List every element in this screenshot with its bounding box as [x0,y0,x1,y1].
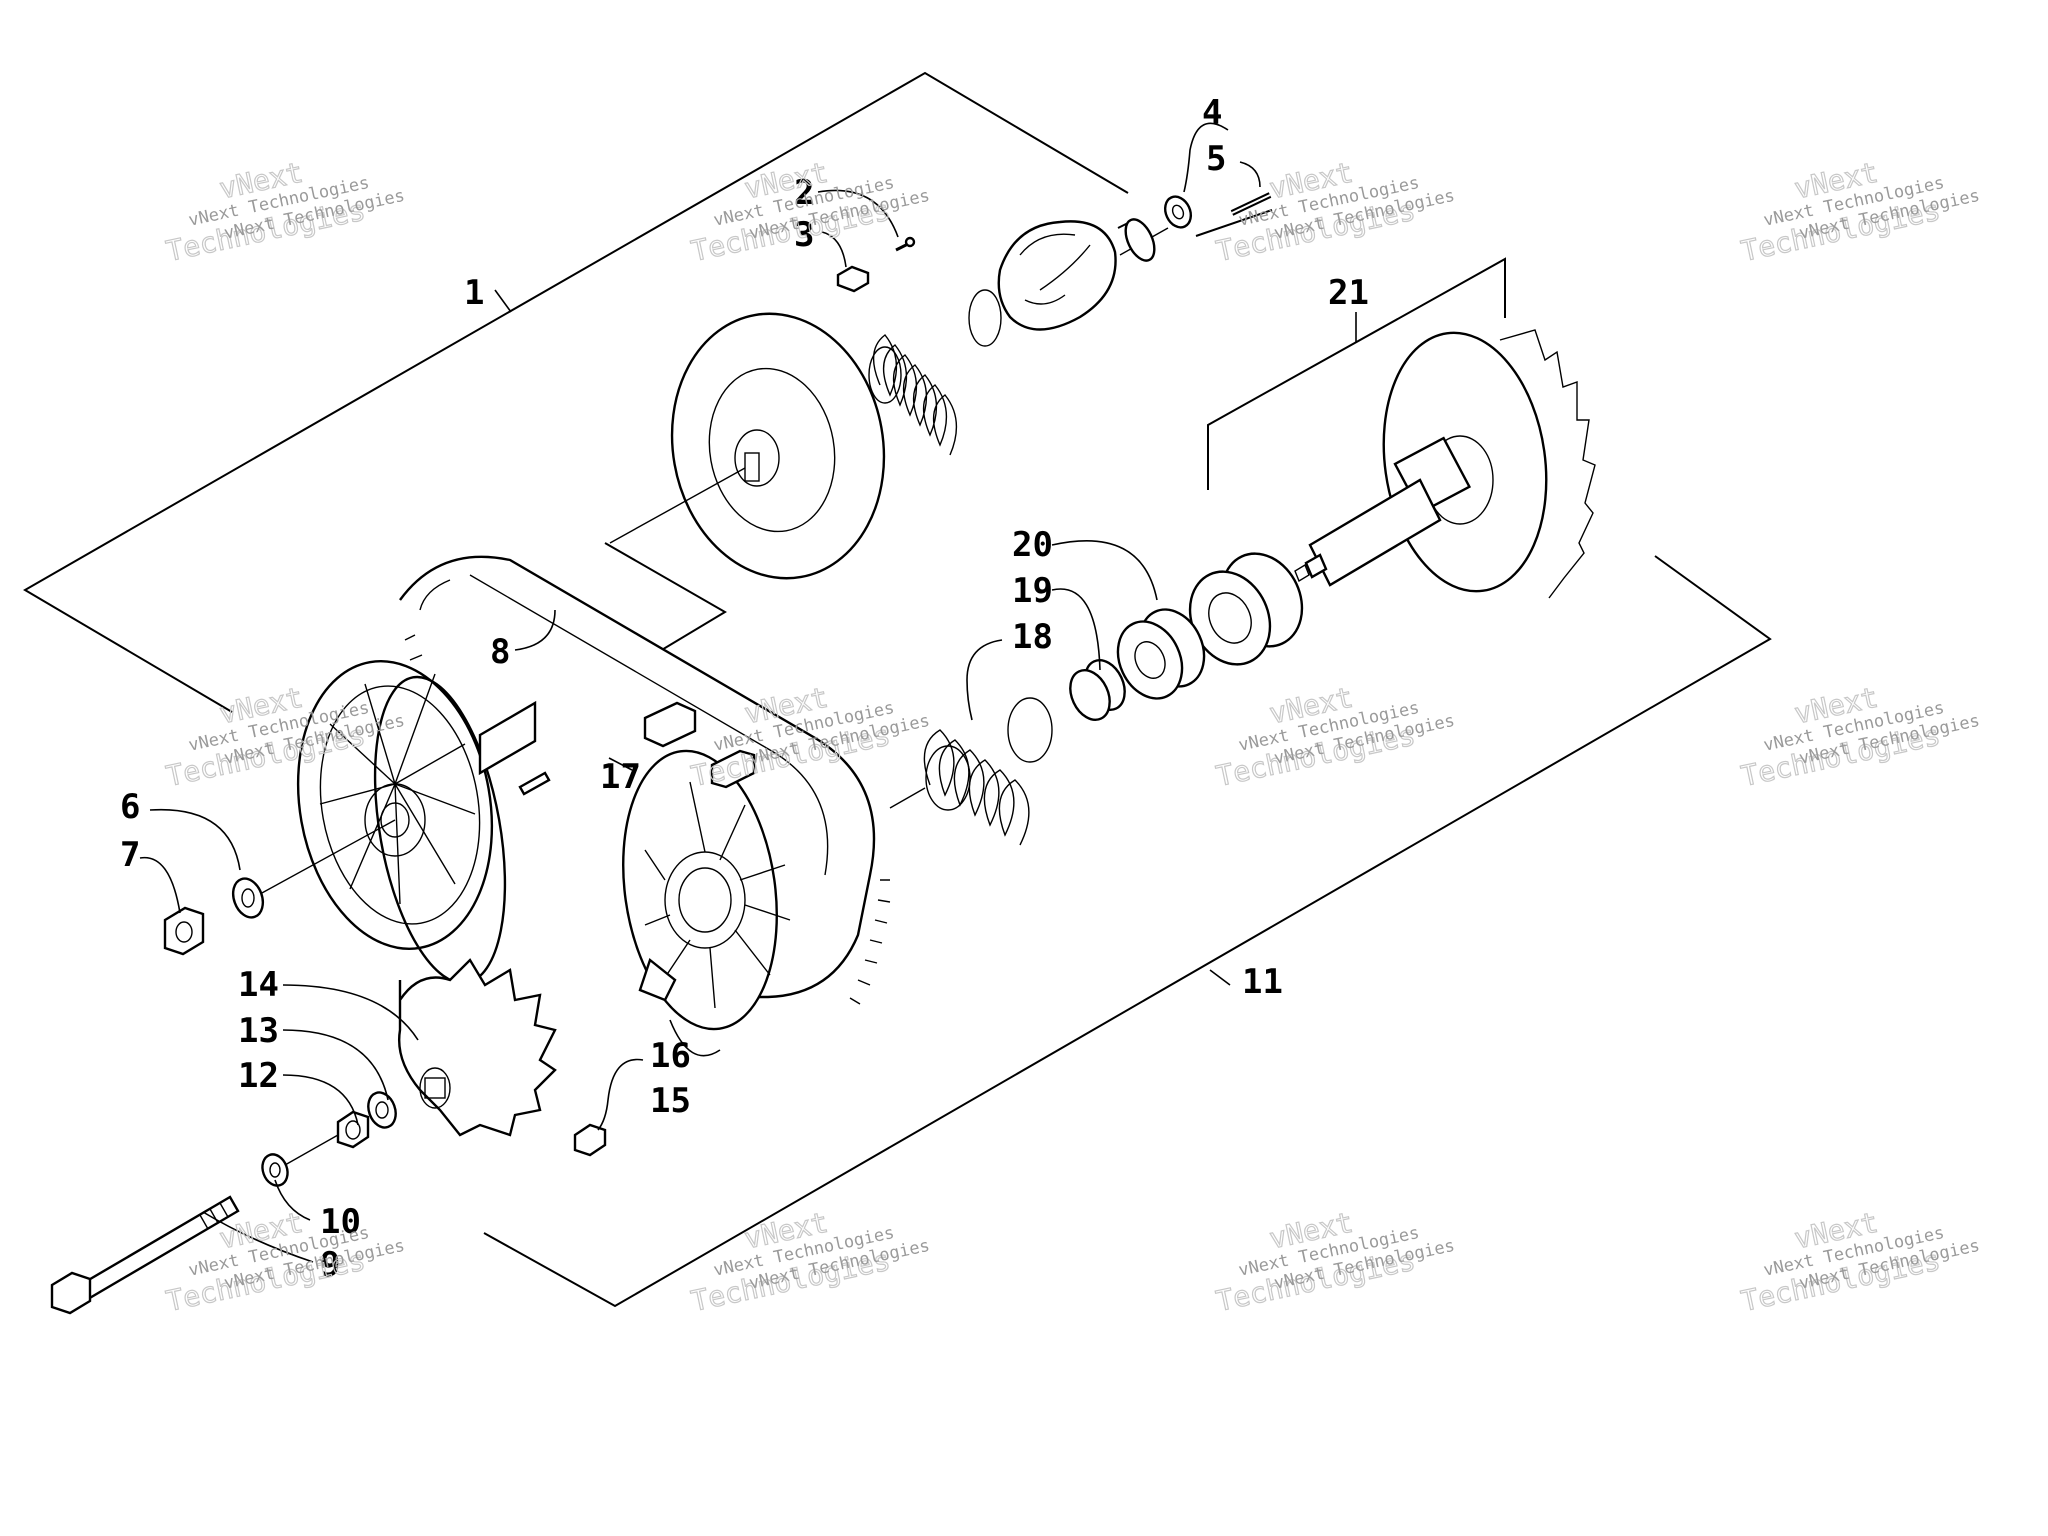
callout-10: 10 [320,1202,361,1242]
drive-sheave-fixed [239,660,507,985]
callout-18: 18 [1012,617,1053,657]
callout-20: 20 [1012,525,1053,565]
callout-16: 16 [650,1036,691,1076]
slider-shoe-17 [643,701,756,789]
driven-spring-upper [868,289,1002,456]
callout-11: 11 [1242,962,1283,1002]
leader-lines [139,122,1357,1263]
screw-2 [895,236,916,252]
washer-6 [231,877,265,919]
callout-7: 7 [120,835,140,875]
callout-8: 8 [490,632,510,672]
assembly-1-bracket [23,71,1273,713]
spring-18 [889,697,1053,846]
callout-3: 3 [794,215,814,255]
nut-12 [336,1110,370,1149]
bolt-9 [50,1195,240,1315]
bearing-large [1188,552,1304,666]
callout-4: 4 [1202,93,1222,133]
fixed-sheave-21 [1294,329,1596,599]
bushing-19 [1069,659,1126,721]
callout-14: 14 [238,965,279,1005]
washer-4 [1163,195,1193,229]
slider-button-3 [836,265,870,293]
driven-sheave-upper [609,312,886,580]
drive-shaft [478,700,551,796]
callout-13: 13 [238,1011,279,1051]
callout-15: 15 [650,1081,691,1121]
callout-6: 6 [120,787,140,827]
callout-9: 9 [320,1245,340,1285]
nut-7 [163,906,205,956]
callout-2: 2 [794,173,814,213]
callout-19: 19 [1012,571,1053,611]
callout-12: 12 [238,1056,279,1096]
spider-14 [398,958,557,1137]
snap-ring [1124,218,1156,262]
bearing-20 [1116,608,1206,700]
callout-1: 1 [464,273,484,313]
pin-5 [1230,192,1272,216]
callout-17: 17 [600,757,641,797]
washer-10 [261,1134,339,1187]
washer-13 [367,1091,397,1129]
callout-21: 21 [1328,273,1369,313]
callouts: 1 2 3 4 5 6 7 8 9 10 11 12 13 14 15 16 1… [120,93,1369,1285]
driven-cam-upper [997,220,1169,331]
callout-5: 5 [1206,139,1226,179]
drive-moveable-sheave-16 [622,749,791,1031]
button-15 [573,1123,607,1157]
